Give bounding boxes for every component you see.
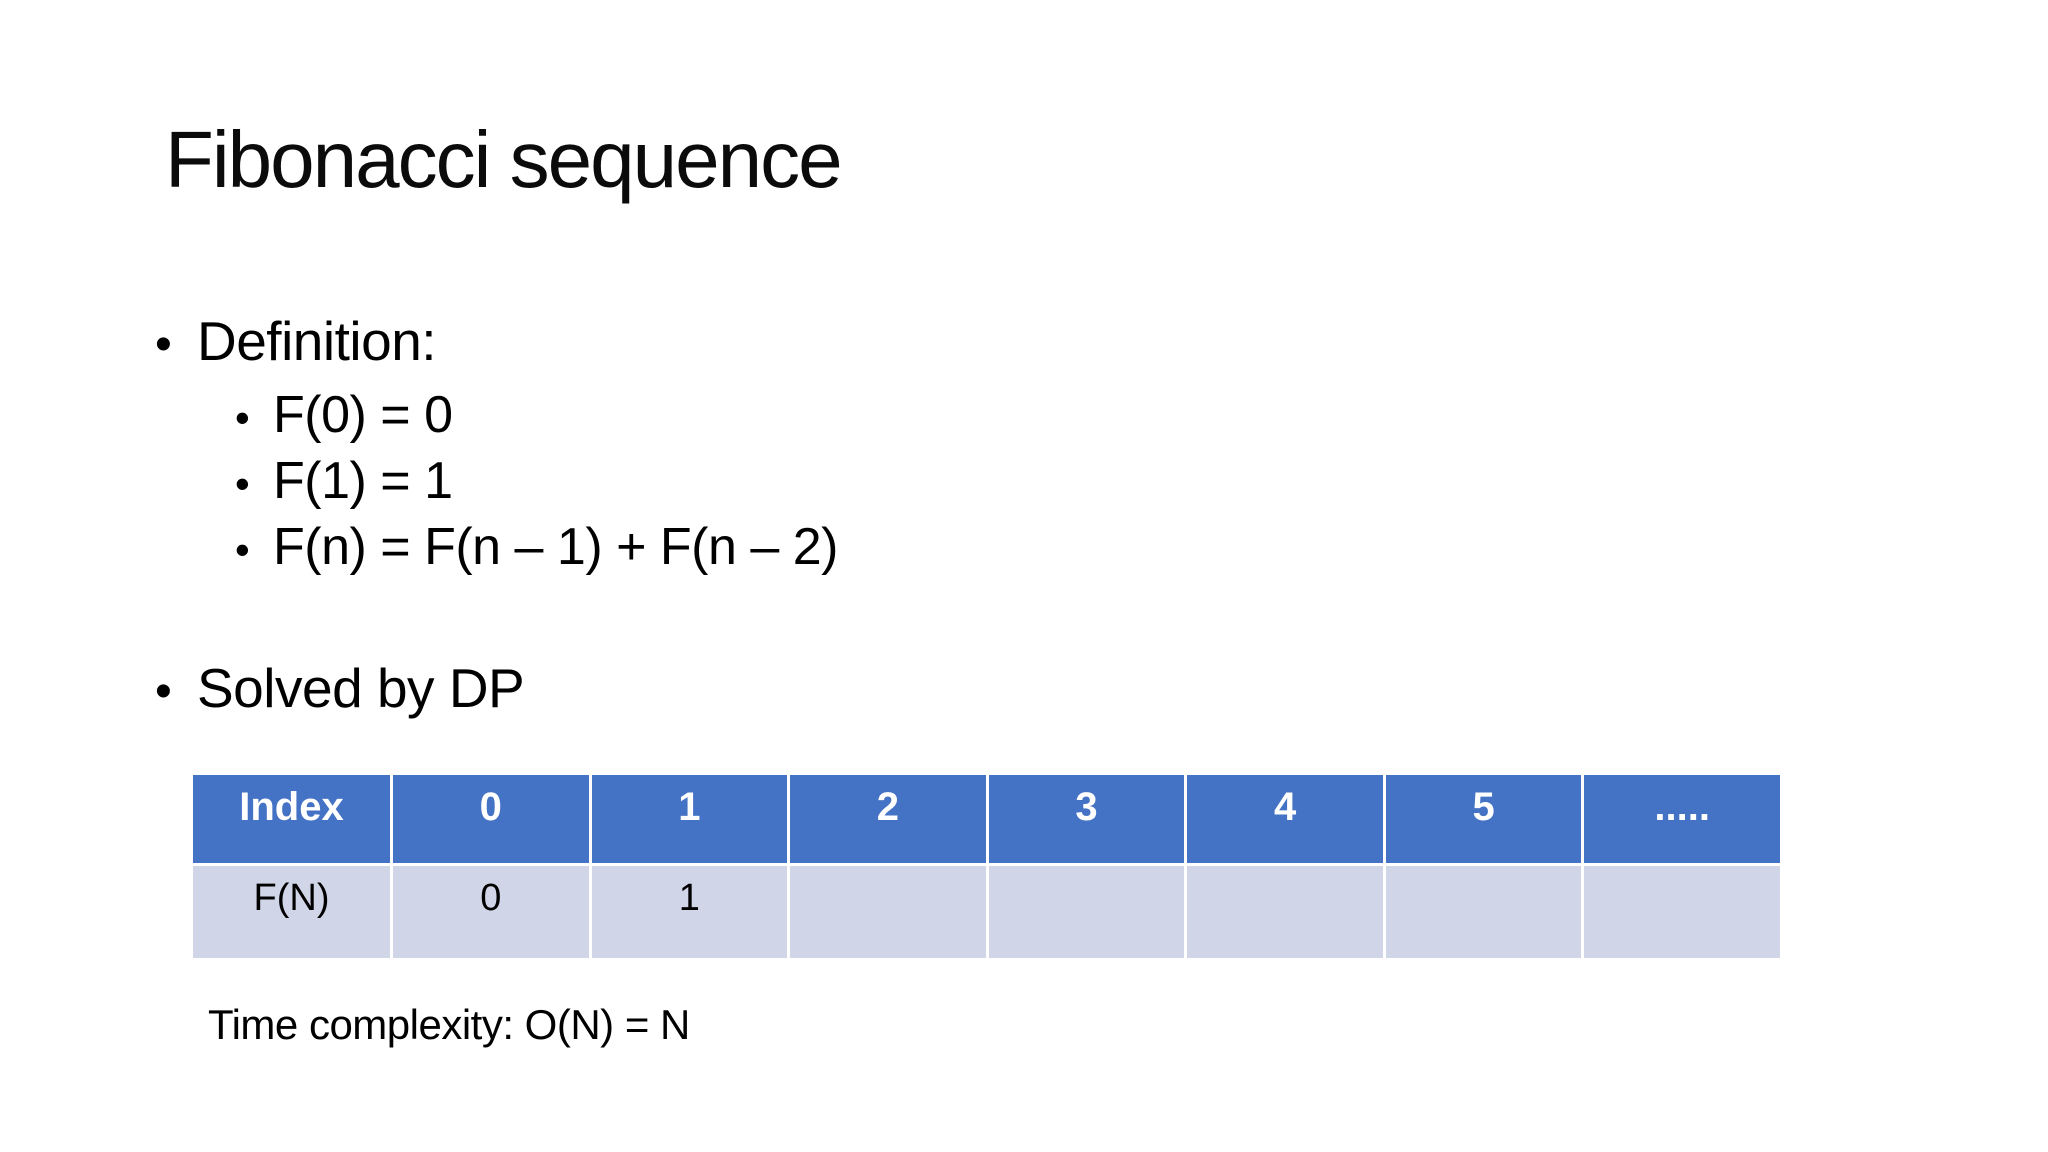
header-cell-2: 2 bbox=[790, 775, 986, 863]
cell-value-1: 1 bbox=[591, 866, 788, 958]
sub-bullet-f1-text: F(1) = 1 bbox=[273, 452, 453, 510]
sub-bullet-f0: • F(0) = 0 bbox=[235, 382, 838, 448]
bullet-item-solved-by-dp: • Solved by DP bbox=[155, 655, 525, 725]
bullet-icon: • bbox=[235, 460, 250, 507]
header-cell-0: 0 bbox=[393, 775, 589, 863]
bullet-icon: • bbox=[235, 394, 250, 441]
header-cell-index: Index bbox=[193, 775, 390, 863]
sub-bullet-f1: • F(1) = 1 bbox=[235, 448, 838, 514]
cell-fn-label: F(N) bbox=[193, 866, 390, 958]
sub-bullet-fn-text: F(n) = F(n – 1) + F(n – 2) bbox=[273, 518, 838, 576]
header-cell-1: 1 bbox=[591, 775, 788, 863]
bullet-icon: • bbox=[155, 665, 172, 718]
bullet-icon: • bbox=[235, 526, 250, 573]
solved-label: Solved by DP bbox=[197, 657, 525, 719]
header-cell-dots: ..... bbox=[1584, 775, 1780, 863]
sub-bullet-fn: • F(n) = F(n – 1) + F(n – 2) bbox=[235, 514, 838, 580]
cell-value-2-empty bbox=[790, 866, 986, 958]
definition-label: Definition: bbox=[197, 310, 437, 372]
definition-sub-list: • F(0) = 0 • F(1) = 1 • F(n) = F(n – 1) … bbox=[235, 382, 838, 580]
bullet-item-definition: • Definition: bbox=[155, 308, 437, 378]
header-cell-3: 3 bbox=[988, 775, 1185, 863]
cell-value-4-empty bbox=[1187, 866, 1383, 958]
sub-bullet-f0-text: F(0) = 0 bbox=[273, 386, 453, 444]
cell-value-3-empty bbox=[988, 866, 1185, 958]
bullet-icon: • bbox=[155, 318, 172, 371]
cell-value-5-empty bbox=[1385, 866, 1582, 958]
slide-title: Fibonacci sequence bbox=[165, 115, 843, 204]
fibonacci-table: Index 0 1 2 3 4 5 ..... F(N) 0 1 bbox=[193, 775, 1780, 958]
cell-value-0: 0 bbox=[393, 866, 589, 958]
header-cell-4: 4 bbox=[1187, 775, 1383, 863]
time-complexity-note: Time complexity: O(N) = N bbox=[208, 1001, 690, 1048]
cell-value-dots-empty bbox=[1584, 866, 1780, 958]
header-cell-5: 5 bbox=[1385, 775, 1582, 863]
